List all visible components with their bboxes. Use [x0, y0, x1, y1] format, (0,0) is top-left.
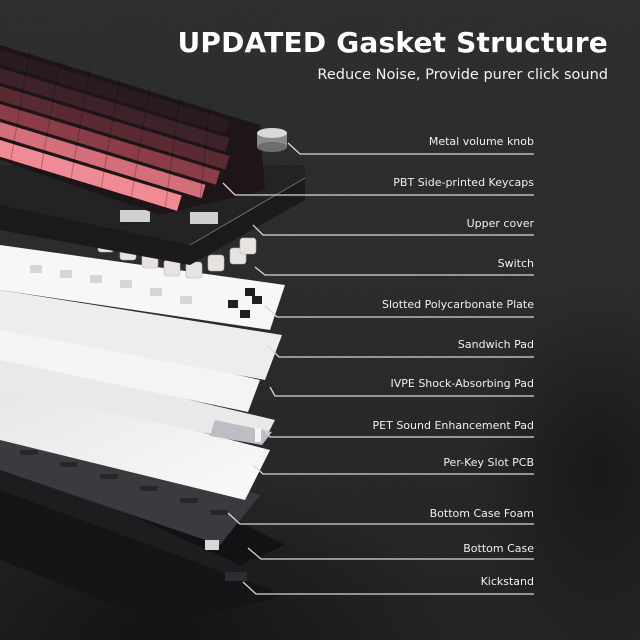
sandwich-pad	[0, 290, 282, 380]
pet-pad	[0, 355, 275, 445]
polycarbonate-plate	[0, 245, 285, 330]
label-metal-volume-knob: Metal volume knob	[428, 135, 534, 148]
label-sandwich-pad: Sandwich Pad	[457, 338, 534, 351]
label-pcb: Per-Key Slot PCB	[443, 456, 534, 469]
label-ivpe-pad: IVPE Shock-Absorbing Pad	[390, 377, 534, 390]
page-subtitle: Reduce Noise, Provide purer click sound	[317, 67, 608, 83]
label-switch: Switch	[497, 257, 534, 270]
label-bottom-case: Bottom Case	[463, 542, 534, 555]
metal-volume-knob	[257, 128, 287, 152]
label-pbt-keycaps: PBT Side-printed Keycaps	[393, 176, 534, 189]
label-upper-cover: Upper cover	[466, 217, 534, 230]
ivpe-pad	[0, 320, 260, 412]
kickstand	[225, 572, 247, 581]
label-kickstand: Kickstand	[480, 575, 534, 588]
label-pet-pad: PET Sound Enhancement Pad	[372, 419, 534, 432]
label-polycarbonate-plate: Slotted Polycarbonate Plate	[381, 298, 534, 311]
keycaps	[0, 45, 265, 215]
label-bottom-case-foam: Bottom Case Foam	[429, 507, 534, 520]
leader-lines	[222, 142, 534, 595]
pcb	[0, 380, 270, 500]
page-title: UPDATED Gasket Structure	[177, 26, 608, 59]
